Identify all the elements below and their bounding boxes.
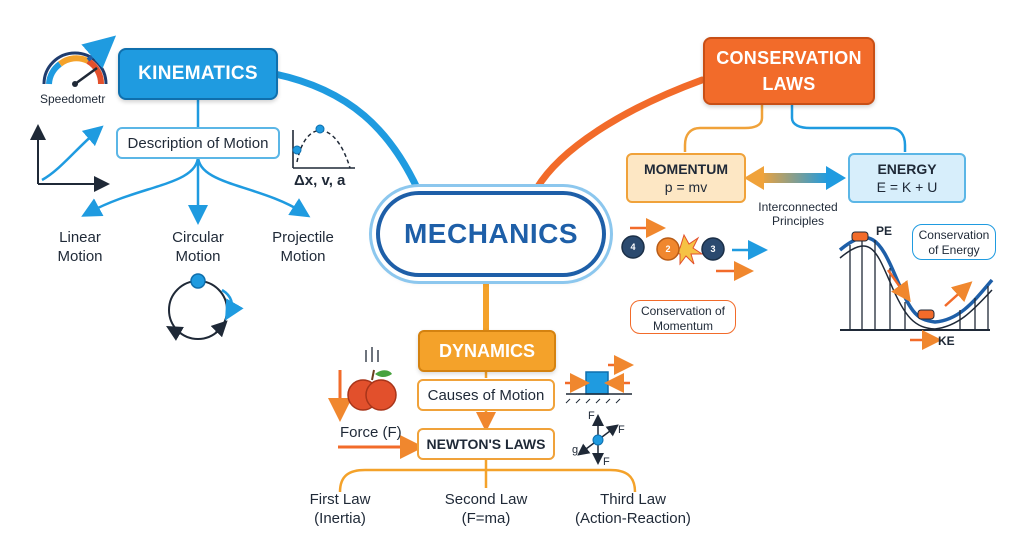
- description-of-motion-box[interactable]: Description of Motion: [116, 127, 280, 159]
- energy-note-line2: of Energy: [928, 243, 980, 257]
- third-law-line2: (Action-Reaction): [575, 510, 691, 527]
- first-law-line2: (Inertia): [314, 510, 366, 527]
- dynamics-title: DYNAMICS: [438, 340, 535, 361]
- third-law-label[interactable]: Third Law (Action-Reaction): [566, 490, 700, 528]
- conservation-laws-node[interactable]: CONSERVATION LAWS: [703, 37, 875, 105]
- second-law-line2: (F=ma): [461, 510, 511, 527]
- momentum-title: MOMENTUM: [644, 161, 728, 177]
- kinematics-title: KINEMATICS: [138, 63, 258, 84]
- ball-2-number: 2: [665, 244, 671, 254]
- linear-motion-line2: Motion: [57, 248, 103, 265]
- momentum-note-line2: Momentum: [652, 319, 714, 333]
- circular-motion-line1: Circular: [172, 229, 224, 246]
- apple-illustration: [328, 347, 424, 459]
- projectile-illustration: [292, 124, 355, 169]
- block-forces-illustration: [565, 355, 634, 404]
- conservation-of-energy-bubble: Conservation of Energy: [912, 224, 996, 260]
- linear-motion-label[interactable]: Linear Motion: [38, 228, 122, 266]
- energy-box[interactable]: ENERGY E = K + U: [848, 153, 966, 203]
- circular-motion-illustration: [166, 273, 244, 341]
- interconnected-line1: Interconnected: [758, 200, 838, 214]
- interconnected-arrow: [744, 166, 846, 190]
- fbd-g: g: [572, 444, 579, 456]
- position-graph-illustration: [30, 124, 110, 192]
- mechanics-title: MECHANICS: [403, 218, 579, 249]
- projectile-motion-line2: Motion: [280, 248, 326, 265]
- conservation-title-line1: CONSERVATION: [716, 48, 862, 68]
- speedometer-label: Speedometr: [40, 92, 106, 106]
- second-law-line1: Second Law: [444, 491, 528, 508]
- energy-note-line1: Conservation: [918, 228, 990, 242]
- momentum-note-line1: Conservation of: [640, 304, 726, 318]
- circular-motion-line2: Motion: [175, 248, 221, 265]
- pe-label: PE: [876, 224, 893, 238]
- first-law-line1: First Law: [309, 491, 371, 508]
- mechanics-center-node[interactable]: MECHANICS: [376, 191, 606, 277]
- newtons-laws-label: NEWTON'S LAWS: [426, 436, 546, 452]
- speedometer-gauge-illustration: [42, 35, 117, 87]
- conservation-of-momentum-bubble: Conservation of Momentum: [630, 300, 736, 334]
- interconnected-principles-label: Interconnected Principles: [746, 200, 850, 228]
- branch-kinematics: [271, 70, 422, 194]
- kinematic-variables: Δx, v, a: [294, 172, 346, 189]
- kinematics-node[interactable]: KINEMATICS: [118, 48, 278, 100]
- third-law-line1: Third Law: [600, 491, 666, 508]
- second-law-label[interactable]: Second Law (F=ma): [434, 490, 538, 528]
- ke-label: KE: [938, 334, 955, 348]
- momentum-formula: p = mv: [664, 179, 708, 195]
- fbd-f-bottom: F: [603, 456, 610, 468]
- force-label: Force (F): [340, 424, 402, 441]
- free-body-diagram: [577, 414, 619, 465]
- causes-of-motion-label: Causes of Motion: [427, 386, 545, 404]
- circular-motion-label[interactable]: Circular Motion: [156, 228, 240, 266]
- dynamics-node[interactable]: DYNAMICS: [418, 330, 556, 372]
- roller-coaster-illustration: [838, 231, 994, 350]
- projectile-motion-label[interactable]: Projectile Motion: [261, 228, 345, 266]
- energy-title: ENERGY: [877, 161, 937, 177]
- causes-of-motion-box[interactable]: Causes of Motion: [417, 379, 555, 411]
- projectile-motion-line1: Projectile: [272, 229, 334, 246]
- collision-illustration: [621, 218, 768, 281]
- interconnected-line2: Principles: [771, 214, 825, 228]
- description-of-motion-label: Description of Motion: [127, 134, 269, 152]
- first-law-label[interactable]: First Law (Inertia): [290, 490, 390, 528]
- linear-motion-line1: Linear: [59, 229, 101, 246]
- energy-formula: E = K + U: [876, 179, 938, 195]
- conservation-title-line2: LAWS: [762, 74, 816, 94]
- fbd-f-top: F: [588, 410, 595, 422]
- fbd-f-right: F: [618, 424, 625, 436]
- ball-4-number: 4: [630, 242, 636, 252]
- momentum-box[interactable]: MOMENTUM p = mv: [626, 153, 746, 203]
- newtons-laws-box[interactable]: NEWTON'S LAWS: [417, 428, 555, 460]
- branch-conservation: [533, 76, 706, 192]
- ball-3-number: 3: [710, 244, 716, 254]
